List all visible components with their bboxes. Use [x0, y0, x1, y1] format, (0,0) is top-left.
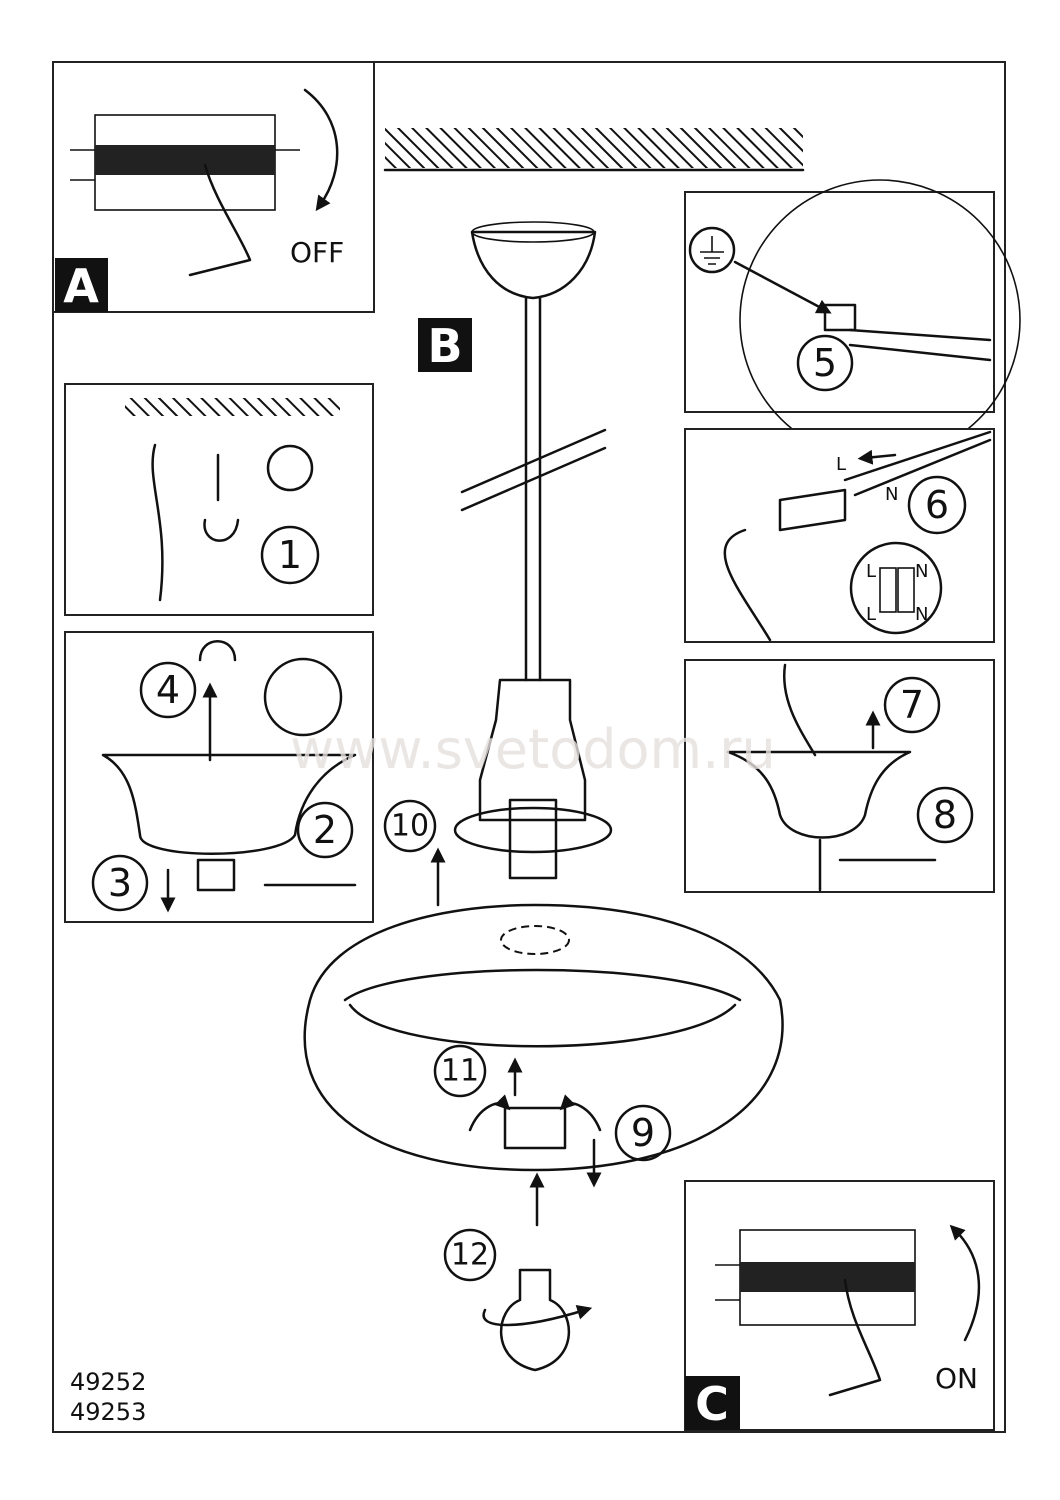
ring-nut-icon — [503, 1106, 567, 1150]
svg-text:5: 5 — [813, 341, 837, 385]
light-bulb-icon — [500, 1268, 570, 1372]
ceiling-hook-icon — [198, 640, 237, 662]
wire-label-l: L — [836, 454, 846, 475]
panel-step-6-wiring: L N L N L N 6 — [684, 428, 995, 643]
svg-text:1: 1 — [278, 533, 302, 577]
svg-text:L: L — [866, 561, 876, 582]
step-12: 12 — [443, 1228, 497, 1282]
svg-text:6: 6 — [925, 483, 949, 527]
hand-icon — [188, 163, 252, 277]
svg-text:11: 11 — [441, 1054, 479, 1089]
cable-icon — [151, 443, 164, 602]
lamp-socket-icon — [478, 678, 587, 822]
panel-step-1: 1 — [64, 383, 374, 616]
svg-text:9: 9 — [631, 1111, 655, 1155]
svg-text:N: N — [915, 561, 928, 582]
label-a: A — [63, 259, 99, 313]
panel-steps-7-8: 7 8 — [684, 659, 995, 893]
rotate-down-arrow-icon — [303, 88, 339, 212]
step-10: 10 — [383, 799, 437, 853]
hand-icon — [828, 1278, 882, 1397]
terminal-block-icon — [778, 488, 847, 532]
earth-symbol-icon — [688, 226, 736, 274]
wire-label-n: N — [885, 484, 898, 505]
label-b: B — [427, 319, 462, 373]
step-11: 11 — [433, 1044, 487, 1098]
step-9: 9 — [614, 1104, 672, 1162]
panel-step-5-earth: 5 — [684, 179, 1021, 461]
canopy-icon — [101, 753, 357, 855]
canopy-icon — [470, 230, 597, 300]
svg-text:3: 3 — [108, 861, 132, 905]
svg-text:10: 10 — [391, 809, 429, 844]
svg-text:L: L — [866, 604, 876, 625]
ceiling-icon — [385, 128, 803, 168]
panel-a-power-off: OFF A — [52, 61, 375, 313]
watermark: www.svetodom.ru — [290, 718, 776, 781]
canopy-icon — [726, 750, 912, 839]
model-number: 49252 — [70, 1368, 146, 1396]
model-number: 49253 — [70, 1398, 146, 1426]
svg-text:8: 8 — [933, 793, 957, 837]
breaker-panel-icon — [70, 114, 300, 211]
lamp-shade-icon — [303, 903, 784, 1172]
rotate-up-arrow-icon — [949, 1224, 981, 1342]
dowel-icon — [266, 444, 314, 492]
svg-text:N: N — [915, 604, 928, 625]
breaker-panel-icon — [715, 1229, 916, 1326]
pendant-lamp-drawing — [303, 221, 784, 1372]
on-label: ON — [935, 1362, 978, 1395]
off-label: OFF — [290, 236, 344, 269]
terminal-detail-icon — [849, 541, 943, 635]
svg-text:2: 2 — [313, 808, 337, 852]
svg-text:7: 7 — [900, 683, 924, 727]
panel-c-power-on: ON C — [684, 1180, 995, 1431]
svg-text:12: 12 — [451, 1238, 489, 1273]
panel-steps-2-3-4: 4 2 3 — [64, 631, 374, 923]
hook-icon — [203, 453, 240, 542]
svg-text:4: 4 — [156, 668, 180, 712]
label-c: C — [695, 1377, 729, 1431]
